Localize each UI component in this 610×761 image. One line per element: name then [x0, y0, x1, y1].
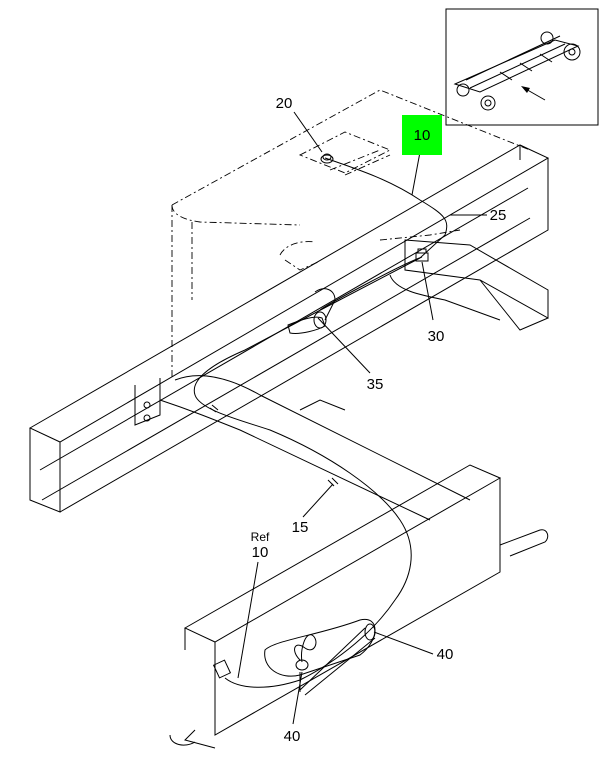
- harness-cable: [324, 157, 448, 259]
- inset-frame: [445, 8, 599, 126]
- callout-10: 10: [414, 127, 431, 144]
- inset-arrow-head: [521, 86, 530, 93]
- callout-35: 35: [367, 376, 384, 393]
- part-30-connector: [415, 248, 429, 262]
- cross-tube: [159, 375, 471, 521]
- inset-wheel: [563, 43, 581, 61]
- inset-wheel: [456, 83, 470, 97]
- part-20-sensor: [320, 153, 334, 164]
- callout-30: 30: [428, 328, 445, 345]
- inset-wheel: [540, 31, 554, 45]
- callout-40-bottom: 40: [284, 728, 301, 745]
- callout-ref-10: 10: [252, 544, 269, 561]
- rail-cutout: [264, 618, 376, 677]
- callout-20: 20: [276, 95, 293, 112]
- callout-25: 25: [490, 207, 507, 224]
- cable-ties: [209, 404, 339, 487]
- tank-filler-area: [298, 131, 392, 174]
- callout-ref-label: Ref: [251, 530, 270, 544]
- lower-frame-rail: [169, 464, 549, 749]
- callout-15: 15: [292, 519, 309, 536]
- ref-10-connector: [212, 659, 232, 679]
- fuel-tank-outline: [171, 89, 531, 380]
- leader-lines: [237, 111, 487, 725]
- callout-10-highlight-box: [402, 115, 442, 155]
- right-cross-member: [389, 239, 549, 331]
- frame-bracket: [134, 378, 161, 426]
- callout-40-right: 40: [437, 646, 454, 663]
- inset-wheel: [480, 95, 496, 111]
- harness-cable: [193, 257, 421, 688]
- harness-route: [193, 157, 448, 688]
- inset-overview: [445, 8, 599, 126]
